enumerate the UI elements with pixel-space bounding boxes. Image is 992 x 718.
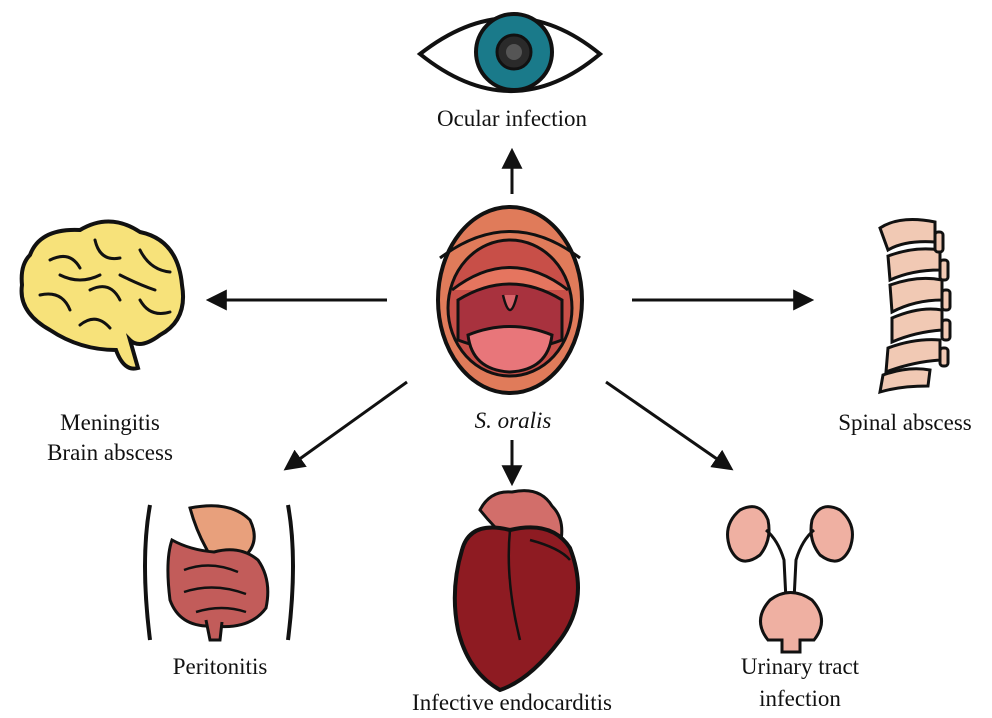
arrow-to-peritonitis xyxy=(287,382,407,468)
brain-label-line2: Brain abscess xyxy=(10,438,210,468)
spine-icon xyxy=(880,220,950,392)
arrow-to-urinary xyxy=(606,382,730,468)
brain-icon xyxy=(22,221,184,368)
urinary-label-line2: infection xyxy=(710,684,890,714)
mouth-icon xyxy=(438,207,582,393)
kidneys-bladder-icon xyxy=(728,507,853,652)
endocarditis-label: Infective endocarditis xyxy=(384,688,640,718)
intestines-icon xyxy=(145,505,293,640)
center-label: S. oralis xyxy=(448,406,578,436)
ocular-label: Ocular infection xyxy=(412,104,612,134)
brain-label-line1: Meningitis xyxy=(20,408,200,438)
urinary-label-line1: Urinary tract xyxy=(710,652,890,682)
heart-icon xyxy=(455,491,578,690)
spinal-label: Spinal abscess xyxy=(820,408,990,438)
peritonitis-label: Peritonitis xyxy=(140,652,300,682)
eye-icon xyxy=(420,14,600,91)
